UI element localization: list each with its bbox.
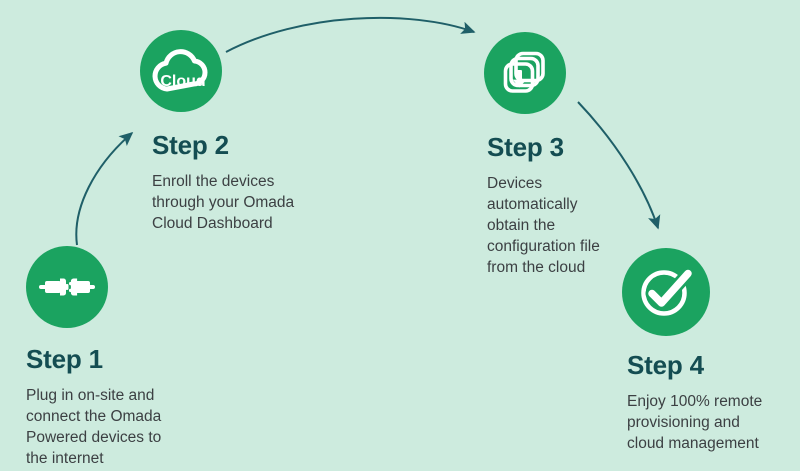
- step-3-badge: [484, 32, 566, 114]
- cloud-icon: Cloud: [151, 49, 211, 93]
- step-4-badge: [622, 248, 710, 336]
- step-1-badge: [26, 246, 108, 328]
- step-4-description: Enjoy 100% remote provisioning and cloud…: [627, 393, 763, 452]
- step-3-title: Step 3: [487, 132, 564, 162]
- step-3: Step 3 Devices automatically obtain the …: [484, 32, 600, 278]
- check-circle-icon: [637, 263, 695, 321]
- step-3-description: Devices automatically obtain the configu…: [487, 175, 600, 276]
- step-2: Cloud Step 2 Enroll the devices through …: [140, 30, 294, 234]
- arrow-step1-to-step2: [75, 131, 134, 246]
- cloud-icon-label: Cloud: [160, 73, 205, 90]
- step-2-title: Step 2: [152, 130, 229, 160]
- step-1: Step 1 Plug in on-site and connect the O…: [26, 246, 161, 469]
- step-2-badge: Cloud: [140, 30, 222, 112]
- step-4: Step 4 Enjoy 100% remote provisioning an…: [622, 248, 762, 454]
- step-1-description: Plug in on-site and connect the Omada Po…: [26, 387, 162, 467]
- step-4-title: Step 4: [627, 350, 704, 380]
- step-2-description: Enroll the devices through your Omada Cl…: [152, 173, 295, 232]
- download-files-icon: [500, 48, 550, 98]
- step-1-title: Step 1: [26, 344, 103, 374]
- plug-socket-icon: [39, 272, 95, 302]
